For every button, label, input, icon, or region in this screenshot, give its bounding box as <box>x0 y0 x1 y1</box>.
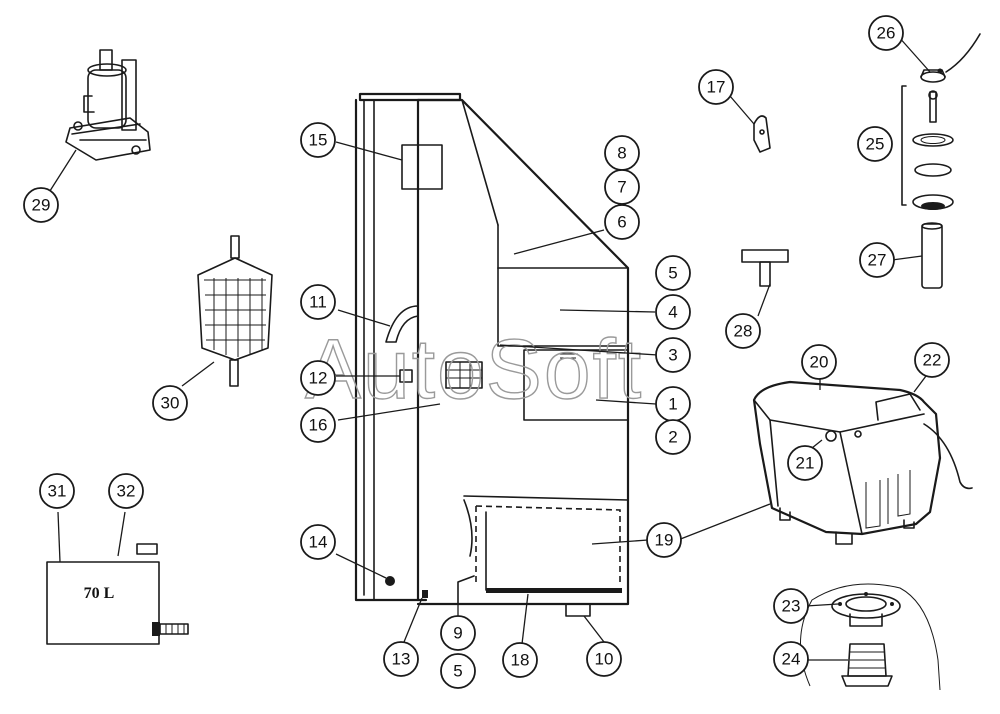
callout-10: 10 <box>586 641 622 677</box>
callout-4: 4 <box>655 294 691 330</box>
svg-text:31: 31 <box>48 482 67 501</box>
svg-text:5: 5 <box>453 662 462 681</box>
callout-11: 11 <box>300 284 336 320</box>
callout-17: 17 <box>698 69 734 105</box>
svg-text:15: 15 <box>309 131 328 150</box>
callout-14: 14 <box>300 524 336 560</box>
svg-text:29: 29 <box>32 196 51 215</box>
svg-text:12: 12 <box>309 369 328 388</box>
callout-22: 22 <box>914 342 950 378</box>
callout-8: 8 <box>604 135 640 171</box>
svg-text:30: 30 <box>161 394 180 413</box>
svg-text:23: 23 <box>782 597 801 616</box>
clip-17 <box>753 115 771 153</box>
callout-32: 32 <box>108 473 144 509</box>
callout-24: 24 <box>773 641 809 677</box>
fuel-filter <box>197 235 273 387</box>
svg-text:17: 17 <box>707 78 726 97</box>
fuel-tank: 70 L <box>46 543 189 645</box>
svg-text:26: 26 <box>877 24 896 43</box>
callout-16: 16 <box>300 407 336 443</box>
callout-5-top: 5 <box>655 255 691 291</box>
callout-1: 1 <box>655 386 691 422</box>
callout-13: 13 <box>383 641 419 677</box>
callout-15: 15 <box>300 122 336 158</box>
callout-5-bottom: 5 <box>440 653 476 689</box>
drain-flange <box>800 583 941 691</box>
cabinet-assembly <box>354 92 630 617</box>
callout-2: 2 <box>655 419 691 455</box>
callout-7: 7 <box>604 169 640 205</box>
leader-lines <box>47 35 933 661</box>
svg-text:18: 18 <box>511 651 530 670</box>
t-handle-28 <box>741 249 789 287</box>
callout-12: 12 <box>300 360 336 396</box>
svg-text:28: 28 <box>734 322 753 341</box>
svg-text:22: 22 <box>923 351 942 370</box>
callout-20: 20 <box>801 344 837 380</box>
svg-text:4: 4 <box>668 303 677 322</box>
svg-text:1: 1 <box>668 395 677 414</box>
callout-25: 25 <box>857 126 893 162</box>
water-tank-20 <box>752 380 973 545</box>
callout-21: 21 <box>787 445 823 481</box>
svg-text:27: 27 <box>868 251 887 270</box>
svg-text:5: 5 <box>668 264 677 283</box>
svg-text:10: 10 <box>595 650 614 669</box>
callout-30: 30 <box>152 385 188 421</box>
callout-19: 19 <box>646 522 682 558</box>
svg-text:21: 21 <box>796 454 815 473</box>
svg-text:32: 32 <box>117 482 136 501</box>
tank-capacity-label: 70 L <box>84 585 115 602</box>
callout-18: 18 <box>502 642 538 678</box>
svg-text:9: 9 <box>453 624 462 643</box>
svg-text:24: 24 <box>782 650 801 669</box>
callout-3: 3 <box>655 337 691 373</box>
drain-kit <box>901 33 981 289</box>
callout-23: 23 <box>773 588 809 624</box>
callout-6: 6 <box>604 204 640 240</box>
callout-31: 31 <box>39 473 75 509</box>
callout-29: 29 <box>23 187 59 223</box>
callout-28: 28 <box>725 313 761 349</box>
svg-text:16: 16 <box>309 416 328 435</box>
svg-text:14: 14 <box>309 533 328 552</box>
svg-text:3: 3 <box>668 346 677 365</box>
svg-text:7: 7 <box>617 178 626 197</box>
svg-text:2: 2 <box>668 428 677 447</box>
pump-assembly <box>65 49 151 161</box>
watermark-text: AutoSoft <box>305 322 643 416</box>
svg-text:20: 20 <box>810 353 829 372</box>
svg-text:25: 25 <box>866 135 885 154</box>
svg-text:11: 11 <box>309 293 327 312</box>
svg-text:13: 13 <box>392 650 411 669</box>
svg-text:19: 19 <box>655 531 674 550</box>
callout-9: 9 <box>440 615 476 651</box>
callout-27: 27 <box>859 242 895 278</box>
svg-text:6: 6 <box>617 213 626 232</box>
svg-text:8: 8 <box>617 144 626 163</box>
callout-26: 26 <box>868 15 904 51</box>
